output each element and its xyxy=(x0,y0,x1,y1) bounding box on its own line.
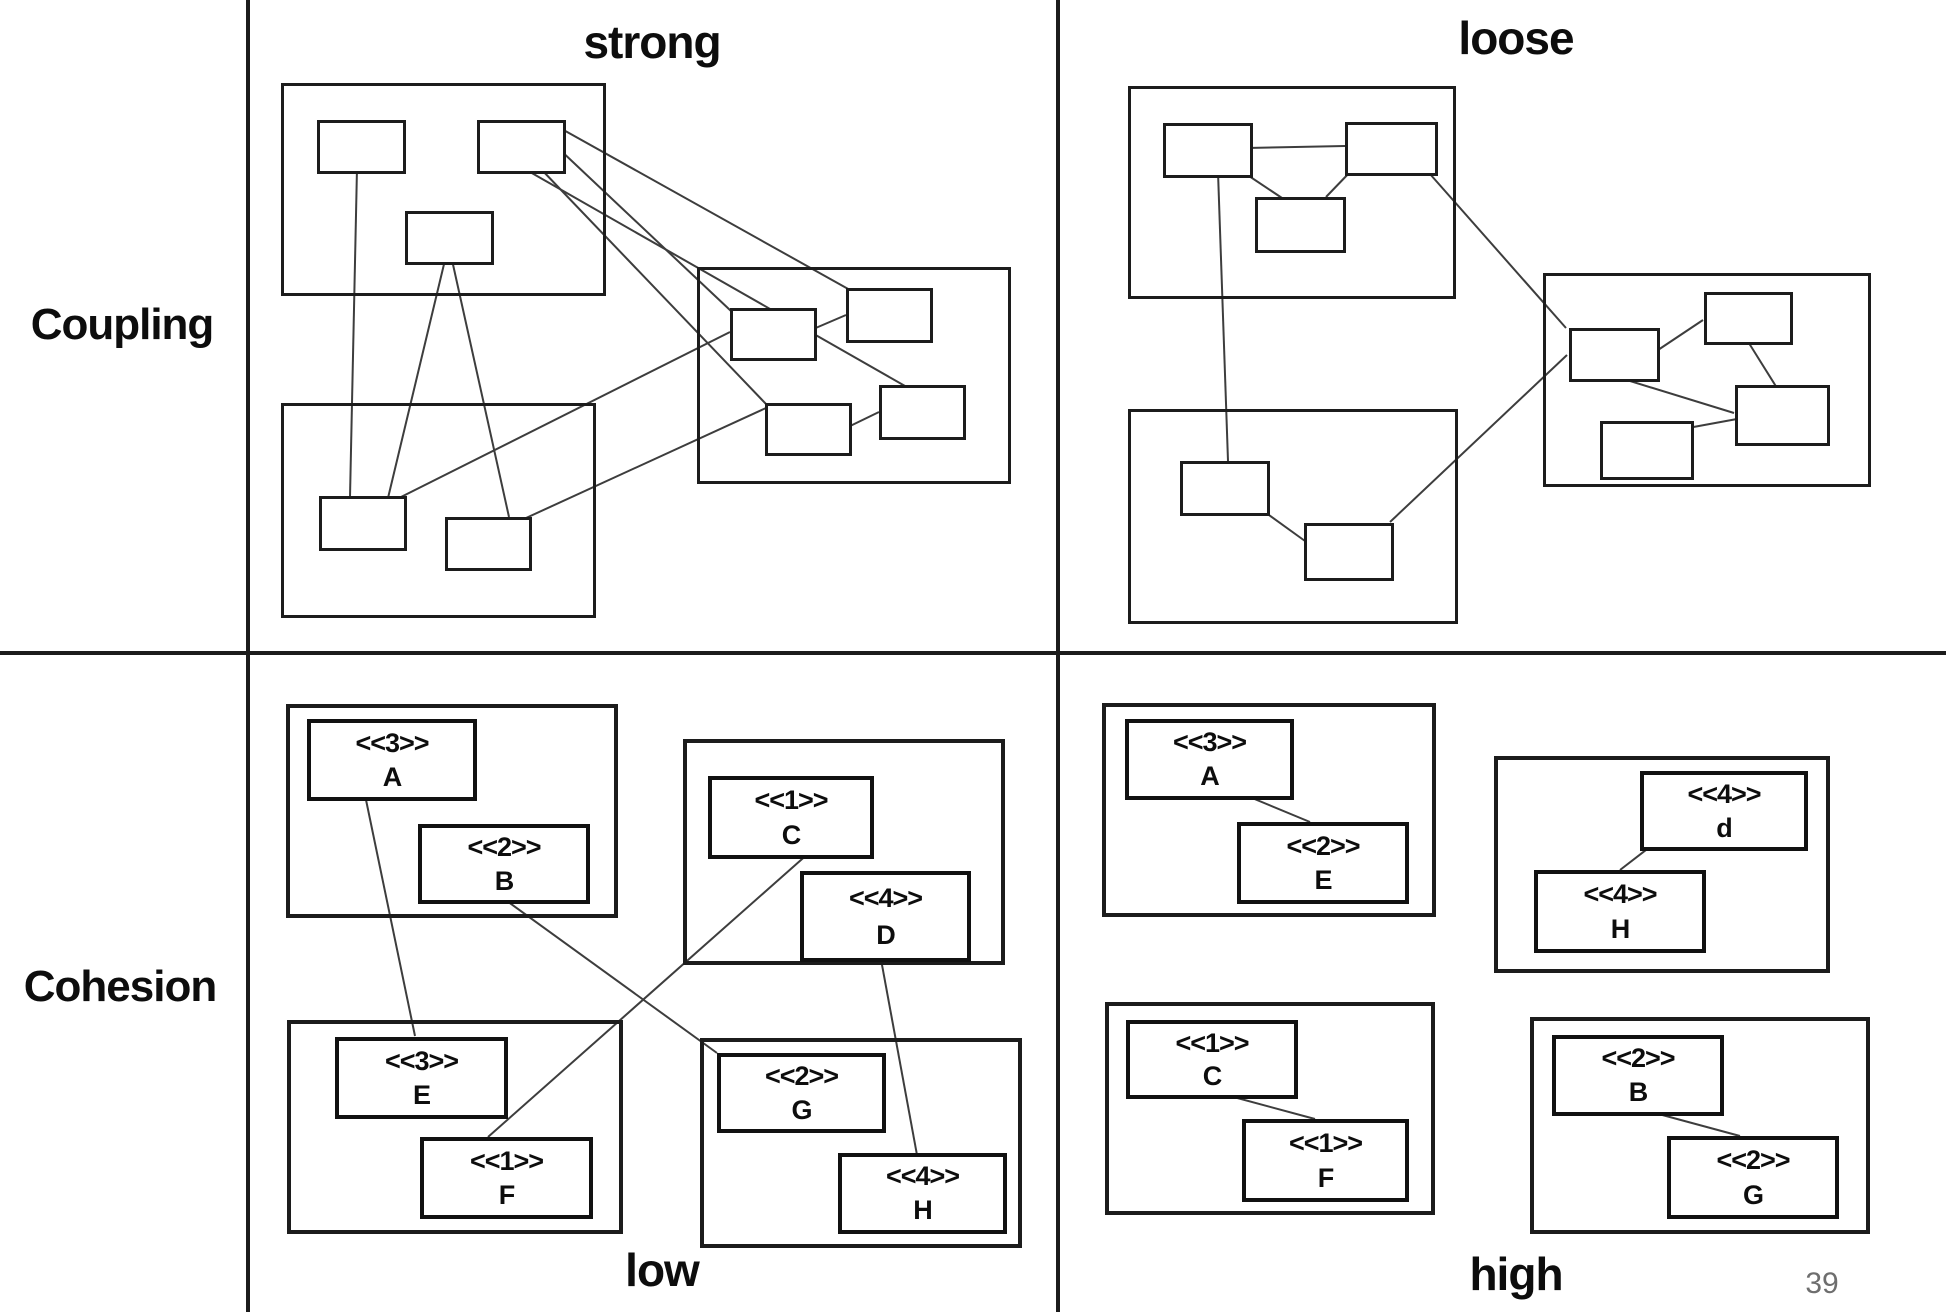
component-box-B: <<2>> B xyxy=(418,824,590,904)
axis-horizontal xyxy=(0,651,1946,655)
low-module-2 xyxy=(683,739,1005,965)
stereotype-label: <<4>> xyxy=(885,1161,960,1192)
component-box xyxy=(1600,421,1694,480)
column-label-strong: strong xyxy=(583,16,721,68)
axis-vertical-right xyxy=(1056,0,1060,1312)
stereotype-label: <<4>> xyxy=(848,882,923,913)
stereotype-label: <<3>> xyxy=(384,1045,459,1076)
component-id: A xyxy=(1200,761,1219,792)
row-label-cohesion: Cohesion xyxy=(23,962,217,1011)
stereotype-label: <<1>> xyxy=(1288,1128,1363,1159)
stereotype-label: <<1>> xyxy=(1175,1027,1249,1058)
component-box xyxy=(1345,122,1438,176)
component-box xyxy=(1735,385,1830,446)
component-id: E xyxy=(412,1079,431,1110)
component-id: B xyxy=(1628,1077,1648,1108)
component-box-D: <<4>> D xyxy=(800,871,971,962)
component-id: G xyxy=(1742,1179,1764,1210)
stereotype-label: <<2>> xyxy=(764,1061,839,1092)
component-id: H xyxy=(1610,913,1630,944)
component-id: D xyxy=(876,919,895,950)
component-box-E: <<2>> E xyxy=(1237,822,1409,904)
component-box xyxy=(1304,523,1394,581)
low-module-1 xyxy=(286,704,618,918)
component-box-F: <<1>> F xyxy=(1242,1119,1409,1202)
stereotype-label: <<2>> xyxy=(1286,830,1360,861)
component-box-A: <<3>> A xyxy=(307,719,477,801)
component-id: C xyxy=(781,819,801,850)
high-module-1 xyxy=(1102,703,1436,917)
component-box xyxy=(405,211,494,265)
component-id: A xyxy=(382,761,402,792)
component-box-d: <<4>> d xyxy=(1640,771,1808,851)
component-id: H xyxy=(913,1195,932,1226)
component-box xyxy=(1163,123,1253,178)
component-box-E: <<3>> E xyxy=(335,1037,508,1119)
component-box xyxy=(1704,292,1793,345)
loose-module-2 xyxy=(1128,409,1458,624)
component-box xyxy=(1255,197,1346,253)
column-label-low: low xyxy=(625,1244,700,1296)
stereotype-label: <<3>> xyxy=(355,727,429,758)
stereotype-label: <<2>> xyxy=(1716,1145,1790,1176)
stereotype-label: <<4>> xyxy=(1583,879,1657,910)
component-box-C: <<1>> C xyxy=(708,776,874,859)
component-box xyxy=(317,120,406,174)
high-module-2 xyxy=(1494,756,1830,973)
stereotype-label: <<3>> xyxy=(1172,727,1247,758)
loose-module-3 xyxy=(1543,273,1871,487)
component-box-G: <<2>> G xyxy=(717,1053,886,1133)
low-module-3 xyxy=(287,1020,623,1234)
component-id: F xyxy=(1317,1162,1334,1193)
component-box xyxy=(879,385,966,440)
component-box-C: <<1>> C xyxy=(1126,1020,1298,1099)
axis-vertical-left xyxy=(246,0,250,1312)
component-box xyxy=(445,517,532,571)
component-box-H: <<4>> H xyxy=(1534,870,1706,953)
stereotype-label: <<2>> xyxy=(467,832,541,863)
component-box xyxy=(1569,328,1660,382)
component-id: d xyxy=(1716,812,1732,843)
component-box xyxy=(846,288,933,343)
strong-module-2 xyxy=(281,403,596,618)
component-box-B: <<2>> B xyxy=(1552,1035,1724,1116)
low-module-4 xyxy=(700,1038,1022,1248)
high-module-4 xyxy=(1530,1017,1870,1234)
component-id: G xyxy=(791,1094,812,1125)
component-id: E xyxy=(1314,864,1332,895)
column-label-high: high xyxy=(1469,1248,1563,1300)
component-box-A: <<3>> A xyxy=(1125,719,1294,800)
stereotype-label: <<1>> xyxy=(754,785,828,816)
stereotype-label: <<4>> xyxy=(1687,779,1761,810)
stereotype-label: <<2>> xyxy=(1601,1043,1675,1074)
component-box-F: <<1>> F xyxy=(420,1137,593,1219)
component-id: C xyxy=(1202,1060,1222,1091)
row-label-coupling: Coupling xyxy=(30,300,215,349)
column-label-loose: loose xyxy=(1458,12,1574,64)
component-box-G: <<2>> G xyxy=(1667,1136,1839,1219)
component-box xyxy=(730,308,817,361)
component-box xyxy=(319,496,407,551)
loose-module-1 xyxy=(1128,86,1456,299)
strong-module-1 xyxy=(281,83,606,296)
page-number: 39 xyxy=(1805,1267,1839,1300)
component-box xyxy=(477,120,566,174)
component-box xyxy=(1180,461,1270,516)
strong-module-3 xyxy=(697,267,1011,484)
high-module-3 xyxy=(1105,1002,1435,1215)
component-box xyxy=(765,403,852,456)
component-id: B xyxy=(494,865,514,896)
stereotype-label: <<1>> xyxy=(469,1145,544,1176)
component-box-H: <<4>> H xyxy=(838,1153,1007,1234)
component-id: F xyxy=(498,1179,515,1210)
